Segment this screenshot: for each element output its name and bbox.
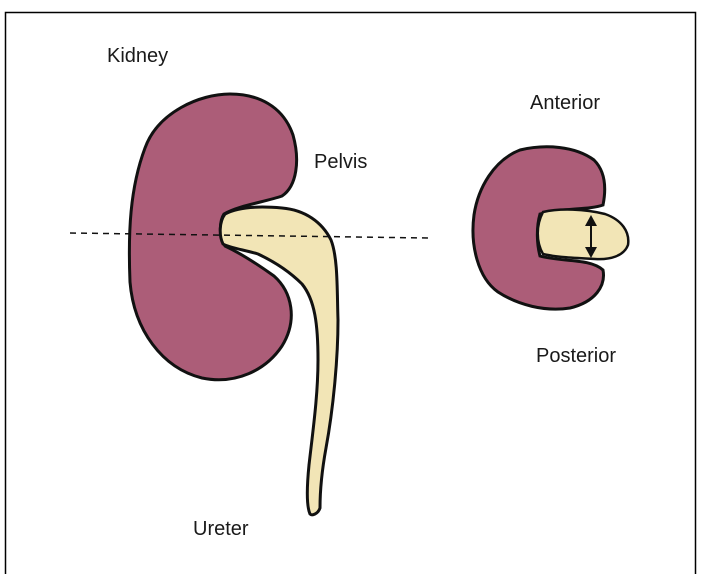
anterior-label: Anterior: [530, 93, 600, 113]
ureter-label: Ureter: [193, 519, 249, 539]
cross-section-pelvis: [538, 210, 629, 260]
posterior-label: Posterior: [536, 346, 616, 366]
pelvis-label: Pelvis: [314, 152, 367, 172]
kidney-label: Kidney: [107, 46, 168, 66]
